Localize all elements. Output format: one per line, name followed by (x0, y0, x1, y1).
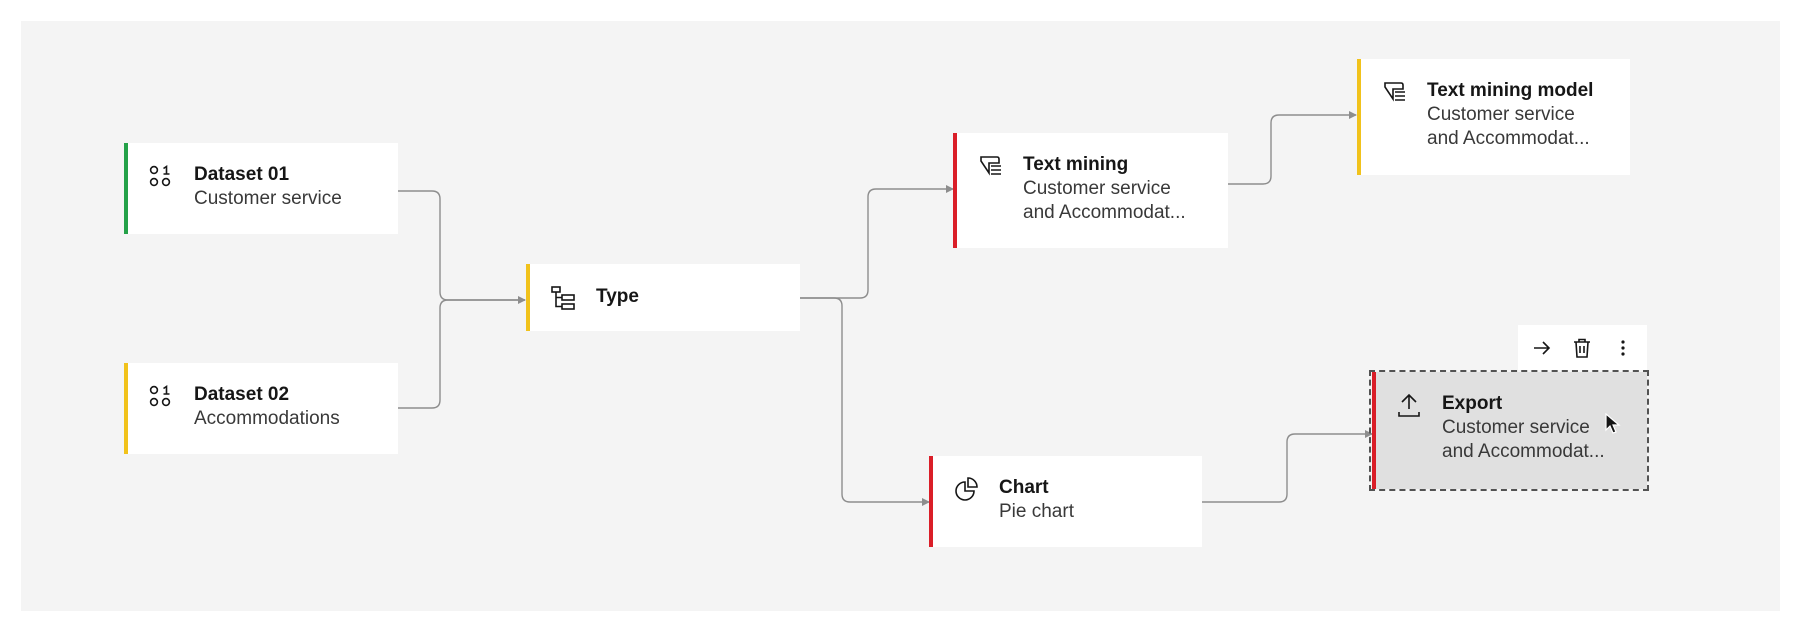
node-subtitle-line1: Customer service (1427, 104, 1575, 125)
node-title: Export (1442, 393, 1503, 414)
overflow-menu-icon[interactable] (1609, 334, 1637, 362)
node-subtitle: Accommodations (194, 408, 340, 429)
selection-outline (1369, 370, 1649, 491)
node-dataset-01[interactable]: Dataset 01 Customer service (124, 143, 398, 234)
node-subtitle-line2: and Accommodat... (1023, 202, 1186, 223)
pie-chart-icon (953, 476, 979, 502)
text-mining-icon (1381, 79, 1407, 105)
text-mining-icon (977, 153, 1003, 179)
data-set-icon (148, 163, 174, 189)
trash-icon[interactable] (1568, 334, 1596, 362)
node-subtitle: Customer service (194, 188, 342, 209)
node-subtitle-line1: Customer service (1023, 178, 1171, 199)
node-export[interactable]: Export Customer service and Accommodat..… (1372, 372, 1647, 489)
node-subtitle: Pie chart (999, 501, 1074, 522)
node-chart[interactable]: Chart Pie chart (929, 456, 1202, 547)
type-tree-icon (550, 285, 576, 311)
node-title: Dataset 01 (194, 164, 290, 185)
node-toolbar (1518, 325, 1647, 370)
upload-icon (1396, 392, 1422, 418)
data-set-icon (148, 383, 174, 409)
node-subtitle-line2: and Accommodat... (1442, 441, 1605, 462)
node-subtitle-line1: Customer service (1442, 417, 1590, 438)
node-text-mining-model[interactable]: Text mining model Customer service and A… (1357, 59, 1630, 175)
arrow-right-icon[interactable] (1528, 334, 1556, 362)
node-title: Type (596, 286, 639, 307)
node-title: Text mining (1023, 154, 1129, 175)
node-type[interactable]: Type (526, 264, 800, 331)
node-subtitle-line2: and Accommodat... (1427, 128, 1590, 149)
node-title: Text mining model (1427, 80, 1594, 101)
mouse-cursor-icon (1605, 413, 1621, 434)
node-text-mining[interactable]: Text mining Customer service and Accommo… (953, 133, 1228, 248)
node-dataset-02[interactable]: Dataset 02 Accommodations (124, 363, 398, 454)
node-title: Chart (999, 477, 1049, 498)
node-title: Dataset 02 (194, 384, 290, 405)
